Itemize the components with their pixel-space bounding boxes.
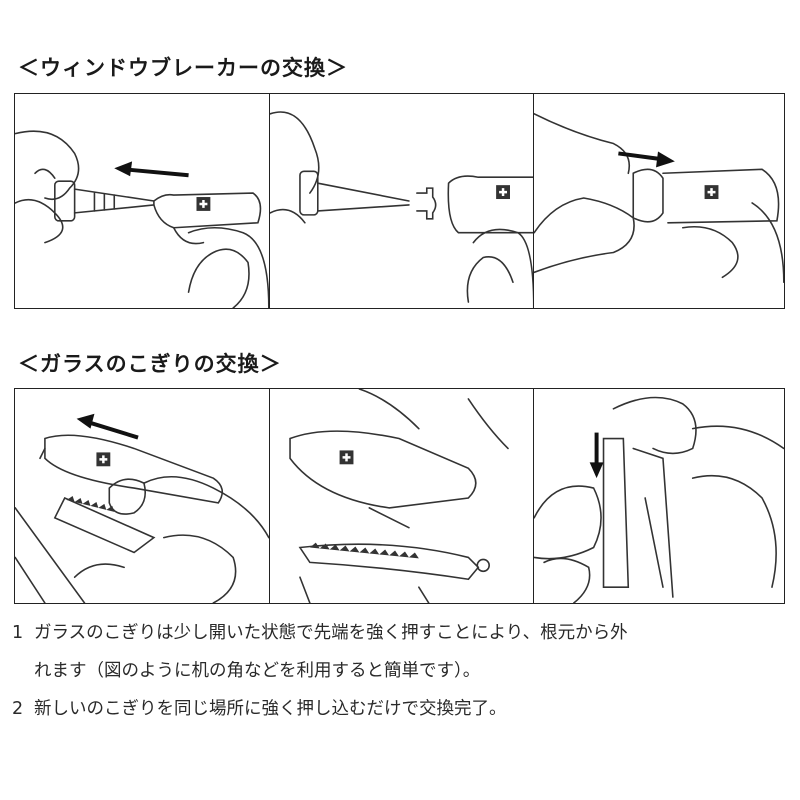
swiss-cross-icon bbox=[495, 185, 510, 200]
hand-pliers-drawing bbox=[15, 130, 269, 308]
saw-insert-drawing bbox=[534, 396, 784, 603]
step-number: 2 bbox=[12, 699, 24, 719]
window-breaker-step3-illustration bbox=[533, 93, 785, 309]
arrow-icon bbox=[589, 432, 604, 479]
saw-detached-drawing bbox=[288, 389, 509, 603]
swiss-cross-icon bbox=[704, 185, 719, 200]
window-breaker-step2-illustration bbox=[268, 93, 535, 309]
arrow-icon bbox=[76, 413, 139, 440]
swiss-cross-icon bbox=[196, 197, 211, 211]
glass-saw-panels bbox=[14, 388, 785, 604]
step-number: 1 bbox=[12, 623, 24, 643]
arrow-icon bbox=[618, 151, 675, 168]
window-breaker-panels bbox=[14, 93, 785, 309]
step-2: 2 新しいのこぎりを同じ場所に強く押し込むだけで交換完了。 bbox=[12, 690, 792, 728]
glass-saw-step3-illustration bbox=[533, 388, 785, 604]
arrow-icon bbox=[114, 161, 189, 178]
instructions: 1 ガラスのこぎりは少し開いた状態で先端を強く押すことにより、根元から外 れます… bbox=[12, 614, 792, 728]
step-text-line2: れます（図のように机の角などを利用すると簡単です）。 bbox=[34, 661, 481, 681]
step-text-line1: 新しいのこぎりを同じ場所に強く押し込むだけで交換完了。 bbox=[34, 699, 507, 719]
swiss-cross-icon bbox=[96, 452, 111, 467]
section1-heading: ＜ウィンドウブレーカーの交換＞ bbox=[18, 56, 348, 80]
section2-heading: ＜ガラスのこぎりの交換＞ bbox=[18, 352, 282, 376]
step-text-line1: ガラスのこぎりは少し開いた状態で先端を強く押すことにより、根元から外 bbox=[34, 623, 628, 643]
window-breaker-step1-illustration bbox=[14, 93, 270, 309]
glass-saw-step2-illustration bbox=[268, 388, 535, 604]
pliers-removing-breaker-drawing bbox=[269, 111, 534, 308]
step-1: 1 ガラスのこぎりは少し開いた状態で先端を強く押すことにより、根元から外 れます… bbox=[12, 614, 792, 690]
swiss-cross-icon bbox=[339, 450, 353, 465]
glass-saw-step1-illustration bbox=[14, 388, 270, 604]
saw-removal-drawing bbox=[15, 413, 269, 603]
insert-new-breaker-drawing bbox=[534, 113, 784, 284]
